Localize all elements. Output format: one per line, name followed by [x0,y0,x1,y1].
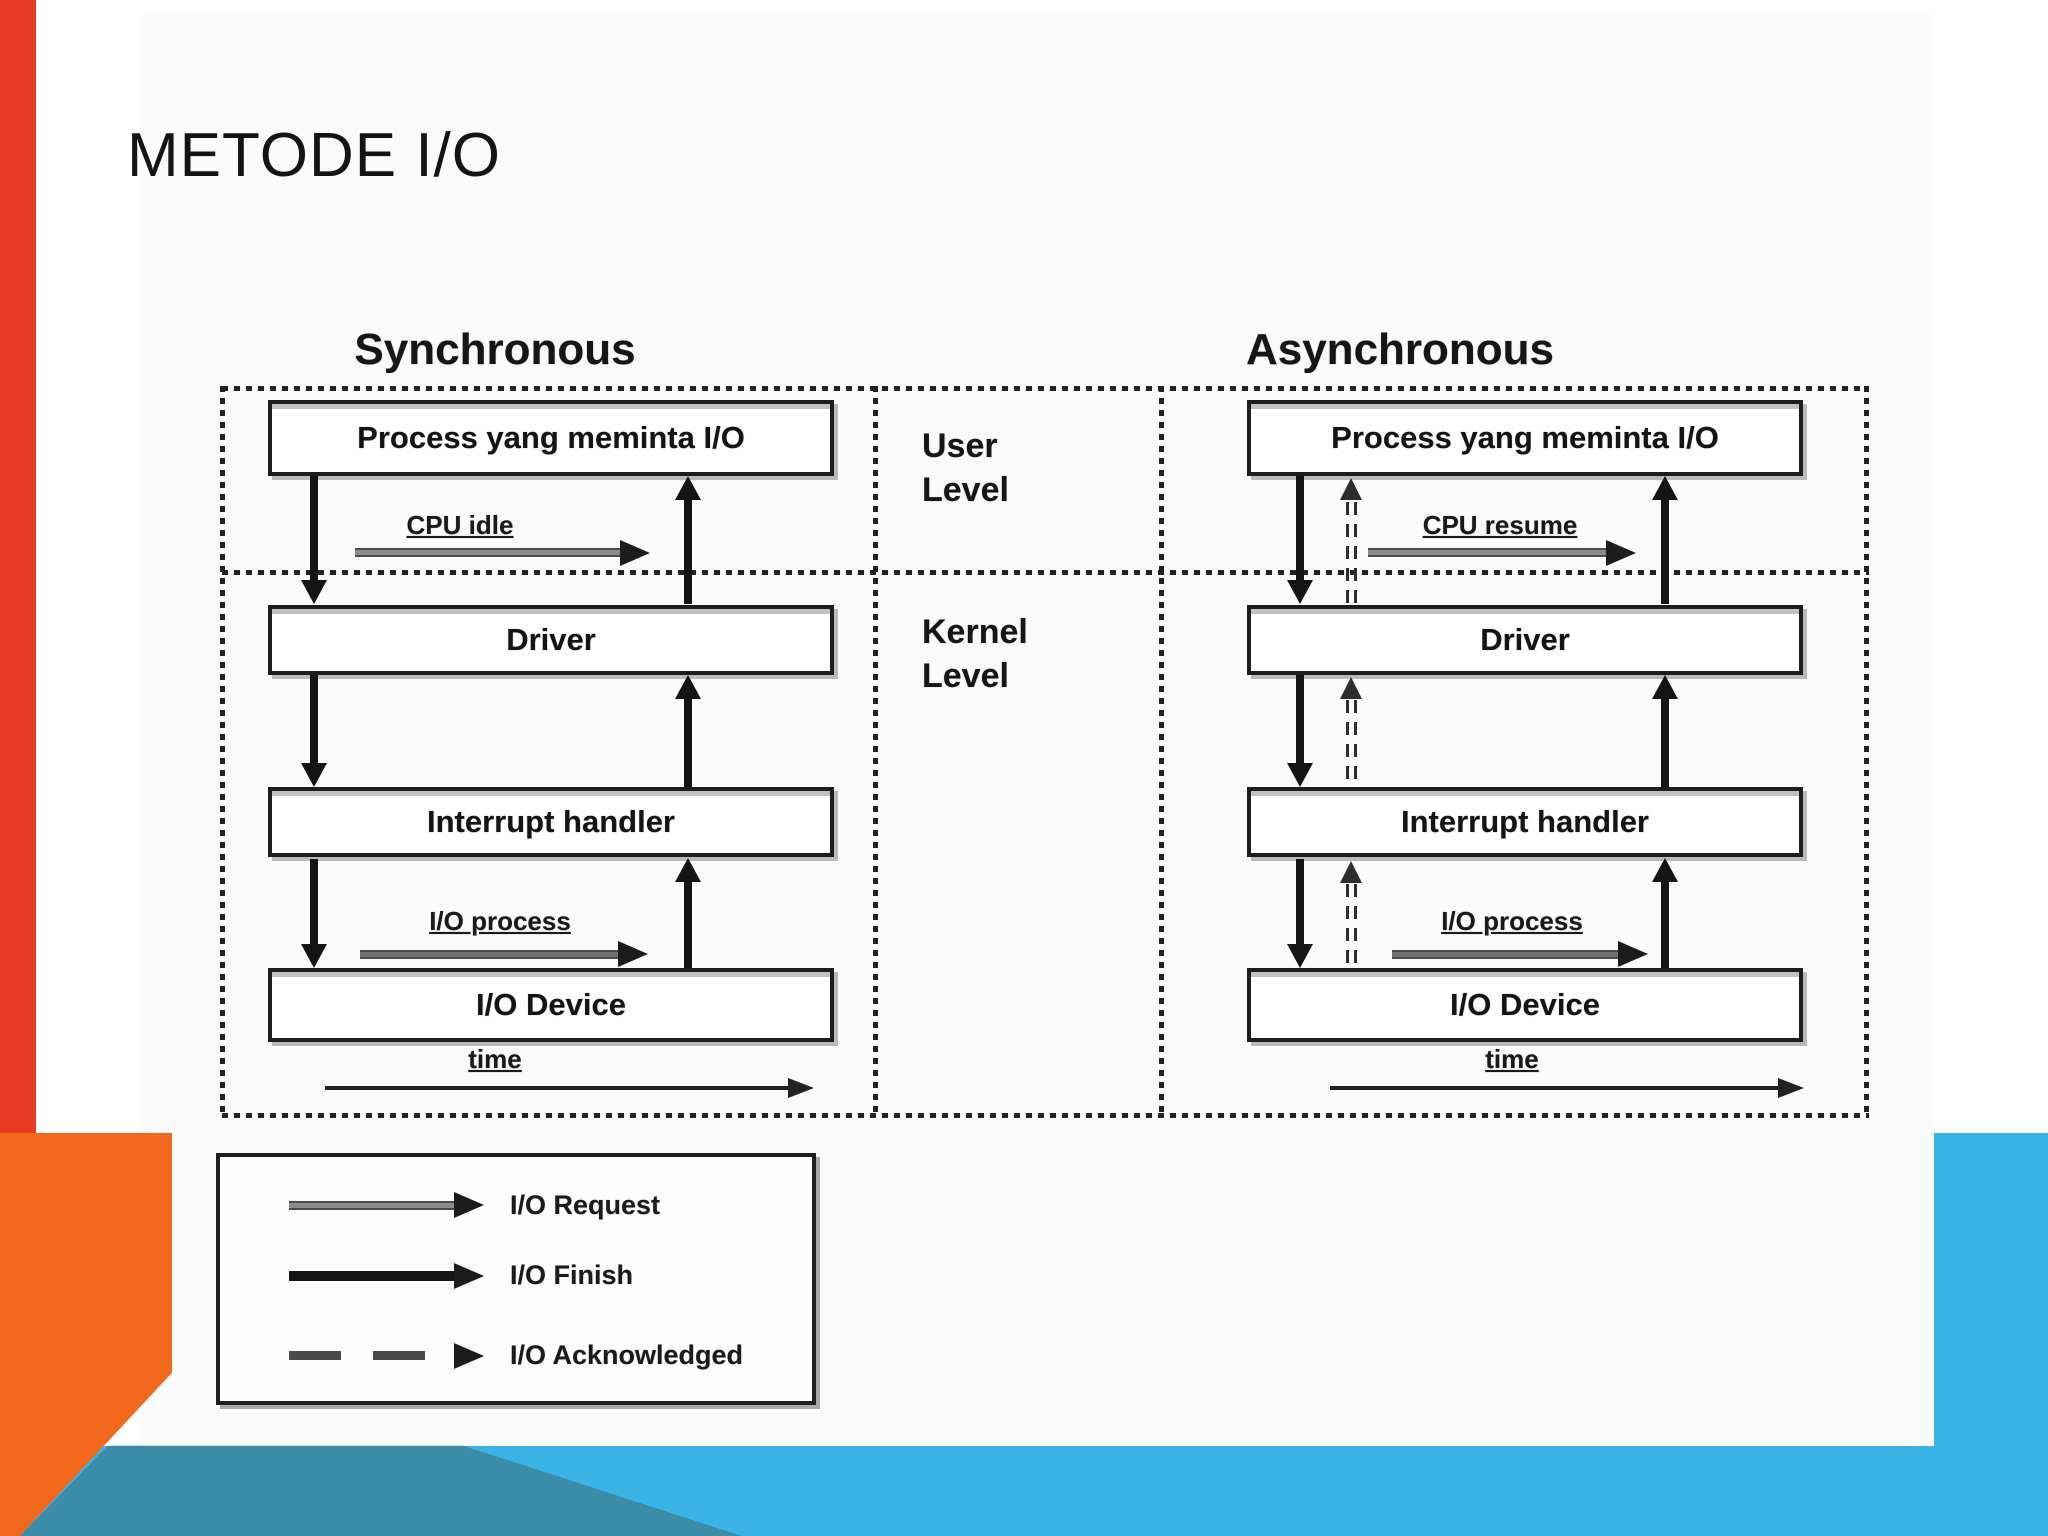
io-finish-arrow-down-line [310,476,318,582]
io-process-arrow-line [360,950,618,959]
io-acknowledged-arrow-head [1340,861,1362,883]
divider-middle-async-dashed [1159,386,1164,1118]
frame-bottom-dashed [222,1113,1869,1118]
io-acknowledged-arrow-line [1346,502,1349,604]
io-acknowledged-arrow-line [1354,884,1357,967]
io-acknowledged-arrow-line [1346,700,1349,787]
async-driver-box: Driver [1247,605,1803,675]
legend-io-finish-label: I/O Finish [510,1260,634,1290]
legend-io-request-label: I/O Request [510,1190,661,1220]
io-finish-arrow-down-line [310,859,318,945]
legend-io-request-arrow-head [454,1192,484,1218]
time-arrow-line [1330,1086,1780,1090]
io-finish-arrow-up-line [684,699,692,787]
io-finish-arrow-up-head [675,858,701,882]
io-acknowledged-arrow-head [1340,478,1362,500]
io-finish-arrow-down-head [1287,580,1313,604]
io-process-arrow-head [1618,941,1648,967]
sync-device-box: I/O Device [268,968,834,1042]
io-acknowledged-arrow-line [1346,884,1349,967]
async-interrupt-box: Interrupt handler [1247,787,1803,857]
io-finish-arrow-down-head [301,944,327,968]
sync-time-label: time [468,1044,522,1074]
io-acknowledged-arrow-line [1354,502,1357,604]
sync-io-process-label: I/O process [429,906,571,936]
io-finish-arrow-up-line [684,882,692,968]
io-request-arrow-head [620,540,650,566]
io-finish-arrow-up-head [675,476,701,500]
io-request-arrow-line [355,548,620,557]
red-edge-strip [0,0,36,1133]
io-finish-arrow-up-line [1661,500,1669,604]
frame-top-dashed [222,386,1869,391]
io-process-arrow-head [618,941,648,967]
frame-left-dashed [220,386,225,1118]
user-level-label: User Level [922,427,1009,510]
io-request-arrow-head [1606,540,1636,566]
io-finish-arrow-down-head [301,580,327,604]
io-finish-arrow-up-head [1652,858,1678,882]
sync-header: Synchronous [354,325,636,374]
io-acknowledged-arrow-head [1340,677,1362,699]
legend-io-acknowledged-label: I/O Acknowledged [510,1340,744,1370]
legend-box: I/O Request I/O Finish I/O Acknowledged [216,1153,816,1405]
async-cpu-resume-label: CPU resume [1422,510,1578,540]
io-finish-arrow-down-line [1296,476,1304,582]
io-finish-arrow-up-head [675,675,701,699]
async-io-process-label: I/O process [1441,906,1583,936]
async-header: Asynchronous [1245,325,1555,374]
io-finish-arrow-down-head [1287,944,1313,968]
teal-right-block [1934,1133,2048,1536]
io-request-arrow-line [1368,548,1608,557]
frame-right-dashed [1864,386,1869,1118]
io-finish-arrow-up-line [1661,699,1669,787]
io-finish-arrow-up-head [1652,476,1678,500]
io-finish-arrow-up-line [1661,882,1669,968]
legend-io-acknowledged-arrow [289,1351,454,1360]
sync-interrupt-box: Interrupt handler [268,787,834,857]
io-finish-arrow-down-line [310,675,318,765]
time-arrow-head [788,1078,814,1098]
legend-io-finish-arrow [289,1271,454,1281]
user-kernel-divider-dashed [222,570,1869,575]
legend-io-request-arrow [289,1201,454,1210]
io-acknowledged-arrow-line [1354,700,1357,787]
kernel-level-label: Kernel Level [922,613,1028,696]
io-finish-arrow-down-line [1296,675,1304,765]
io-finish-arrow-down-line [1296,859,1304,945]
time-arrow-line [325,1086,790,1090]
async-time-label: time [1485,1044,1539,1074]
sync-process-box: Process yang meminta I/O [268,400,834,476]
sync-driver-box: Driver [268,605,834,675]
legend-io-finish-arrow-head [454,1263,484,1289]
async-process-box: Process yang meminta I/O [1247,400,1803,476]
page-title: METODE I/O [127,121,502,190]
io-finish-arrow-up-head [1652,675,1678,699]
divider-sync-middle-dashed [873,386,878,1118]
io-finish-arrow-down-head [301,763,327,787]
sync-cpu-idle-label: CPU idle [406,510,514,540]
io-process-arrow-line [1392,950,1620,959]
async-device-box: I/O Device [1247,968,1803,1042]
legend-io-acknowledged-arrow-head [454,1343,484,1369]
io-finish-arrow-up-line [684,500,692,604]
time-arrow-head [1778,1078,1804,1098]
io-finish-arrow-down-head [1287,763,1313,787]
